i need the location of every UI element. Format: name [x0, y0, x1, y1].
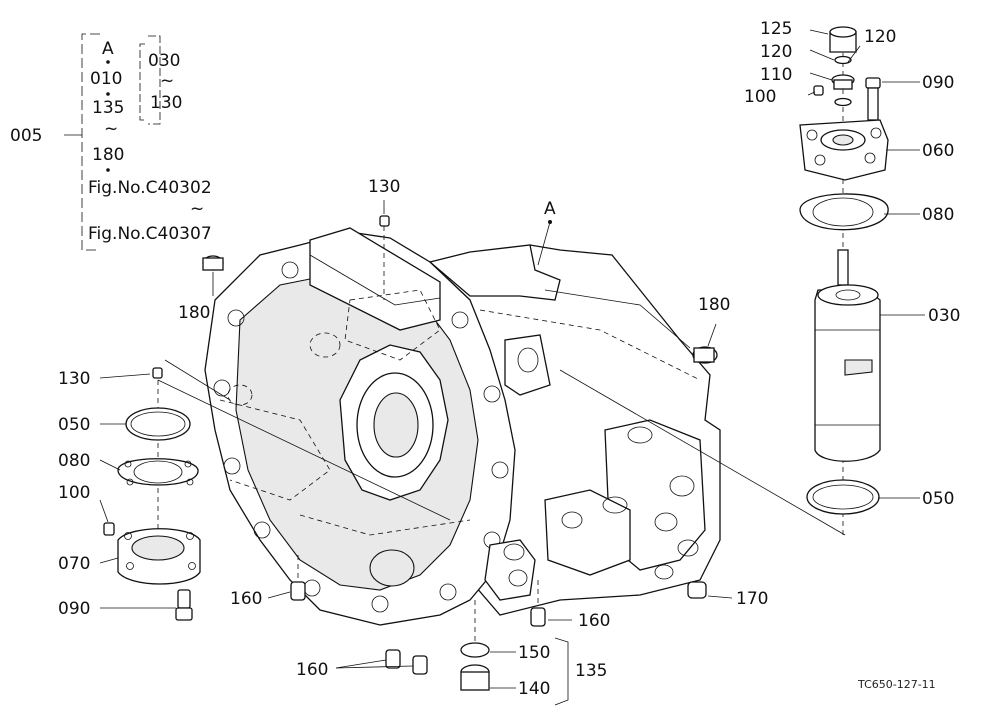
- callout-080-a: 080: [922, 205, 954, 225]
- callout-130-left: 130: [58, 369, 90, 389]
- callout-140: 140: [518, 679, 550, 699]
- legend-tilde-1: ~: [104, 119, 118, 139]
- callout-180-right: 180: [698, 295, 730, 315]
- legend-tilde-2: ~: [190, 199, 204, 219]
- callout-090-b: 090: [58, 599, 90, 619]
- bell-bolt-holes: [213, 261, 509, 613]
- callout-060: 060: [922, 141, 954, 161]
- callout-050-b: 050: [58, 415, 90, 435]
- callout-150: 150: [518, 643, 550, 663]
- legend-sub-030: 030: [148, 51, 180, 71]
- legend-ref-180: 180: [92, 145, 124, 165]
- legend-ref-a: A: [102, 39, 114, 59]
- legend-ref-135: 135: [92, 98, 124, 118]
- legend-fig-end: Fig.No.C40307: [88, 224, 212, 244]
- callout-160-c: 160: [296, 660, 328, 680]
- callout-a: A: [544, 199, 556, 219]
- callout-120-a: 120: [760, 42, 792, 62]
- transmission-case-housing: [204, 227, 721, 626]
- loose-parts: [202, 215, 718, 691]
- callout-130-top: 130: [368, 177, 400, 197]
- left-cover-assembly: [103, 359, 451, 621]
- callout-070: 070: [58, 554, 90, 574]
- reference-legend: 005 A 010 135 ~ 180 Fig.No.C40302 ~ Fig.…: [10, 33, 212, 251]
- legend-fig-start: Fig.No.C40302: [88, 178, 212, 198]
- legend-group-number: 005: [10, 126, 42, 146]
- callout-030: 030: [928, 306, 960, 326]
- legend-sub-130: 130: [150, 93, 182, 113]
- callout-090-a: 090: [922, 73, 954, 93]
- callout-leader-lines: [99, 29, 925, 706]
- callout-135: 135: [575, 661, 607, 681]
- callout-100-a: 100: [744, 87, 776, 107]
- callout-080-b: 080: [58, 451, 90, 471]
- callout-180-left: 180: [178, 303, 210, 323]
- callout-160-b: 160: [578, 611, 610, 631]
- callout-labels: 125 120 120 110 100 090 060 080 030 050 …: [58, 19, 960, 699]
- callout-110: 110: [760, 65, 792, 85]
- legend-tilde-3: ~: [160, 71, 174, 91]
- callout-160-a: 160: [230, 589, 262, 609]
- legend-ref-010: 010: [90, 69, 122, 89]
- callout-170: 170: [736, 589, 768, 609]
- right-pump-assembly: [559, 26, 889, 536]
- callout-120-b: 120: [864, 27, 896, 47]
- callout-125: 125: [760, 19, 792, 39]
- callout-100-b: 100: [58, 483, 90, 503]
- callout-050-a: 050: [922, 489, 954, 509]
- figure-code: TC650-127-11: [857, 678, 936, 691]
